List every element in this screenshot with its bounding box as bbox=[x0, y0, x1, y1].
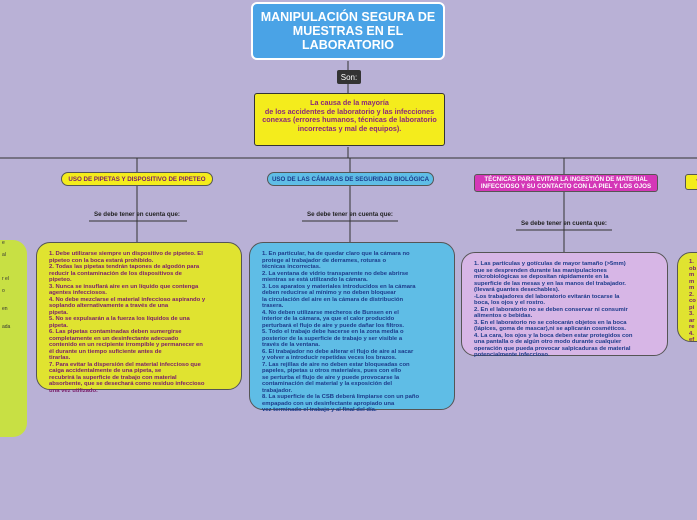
branch-header-pipetas[interactable]: USO DE PIPETAS Y DISPOSITIVO DE PIPETEO bbox=[61, 172, 213, 186]
branch-header-tecnicas[interactable]: TÉCNICAS PARA EVITAR LA INGESTIÓN DE MAT… bbox=[474, 174, 658, 192]
connector-label: Son: bbox=[337, 70, 361, 84]
main-title[interactable]: MANIPULACIÓN SEGURA DE MUESTRAS EN EL LA… bbox=[251, 2, 445, 60]
panel-tecnicas[interactable]: 1. Las partículas y gotículas de mayor t… bbox=[461, 252, 668, 358]
branch-sub-camaras: Se debe tener en cuenta que: bbox=[307, 211, 393, 218]
panel-cutoff[interactable]: 1. ob m m m 2. co pi 3. ar re 4. ef bbox=[677, 252, 697, 342]
panel-pipetas[interactable]: 1. Debe utilizarse siempre un dispositiv… bbox=[36, 242, 242, 394]
branch-header-camaras[interactable]: USO DE LAS CÁMARAS DE SEGURIDAD BIOLÓGIC… bbox=[267, 172, 434, 186]
branch-sub-pipetas: Se debe tener en cuenta que: bbox=[94, 211, 180, 218]
panel-camaras[interactable]: 1. En particular, ha de quedar claro que… bbox=[249, 242, 455, 413]
branch-header-cutoff[interactable]: T bbox=[685, 174, 697, 190]
left-panel-text: e al r el o en ada bbox=[2, 240, 11, 330]
left-cutoff-panel[interactable]: e al r el o en ada bbox=[0, 240, 27, 437]
branch-sub-tecnicas: Se debe tener en cuenta que: bbox=[521, 220, 607, 227]
cause-node[interactable]: La causa de la mayoría de los accidentes… bbox=[254, 93, 445, 146]
